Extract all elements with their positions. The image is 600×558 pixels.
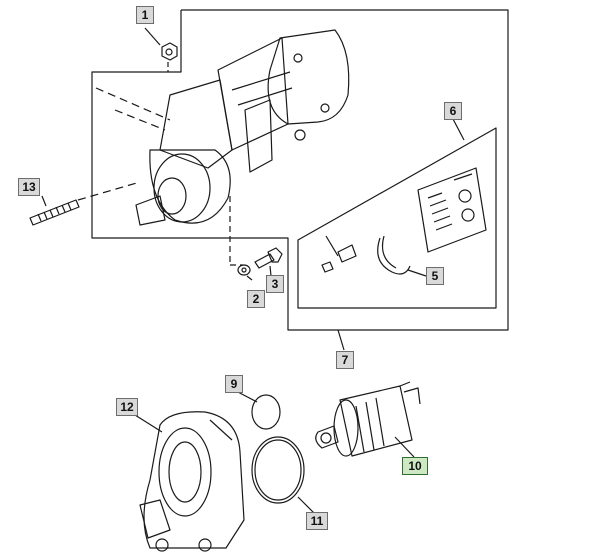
stud-part	[29, 199, 80, 226]
callout-2[interactable]: 2	[247, 290, 265, 308]
callout-1[interactable]: 1	[136, 6, 154, 24]
callout-5[interactable]: 5	[426, 267, 444, 285]
callout-9[interactable]: 9	[225, 375, 243, 393]
o-ring-small	[251, 394, 281, 430]
bolt-part	[254, 247, 283, 269]
nut-part	[161, 42, 178, 61]
clip-parts	[321, 235, 411, 275]
starter-assembly-outline	[91, 9, 509, 331]
washer-part	[237, 264, 251, 276]
callout-6[interactable]: 6	[444, 102, 462, 120]
callout-7[interactable]: 7	[336, 351, 354, 369]
callout-12[interactable]: 12	[116, 398, 138, 416]
decal-sheet	[417, 167, 487, 253]
drive-housing	[139, 411, 245, 552]
starter-motor	[135, 29, 350, 226]
kit-box-outline	[297, 127, 497, 309]
callout-13[interactable]: 13	[18, 178, 40, 196]
o-ring-large	[251, 436, 305, 504]
callout-3[interactable]: 3	[266, 275, 284, 293]
drive-assembly	[315, 381, 421, 457]
callout-11[interactable]: 11	[306, 512, 328, 530]
callout-10[interactable]: 10	[402, 457, 428, 475]
